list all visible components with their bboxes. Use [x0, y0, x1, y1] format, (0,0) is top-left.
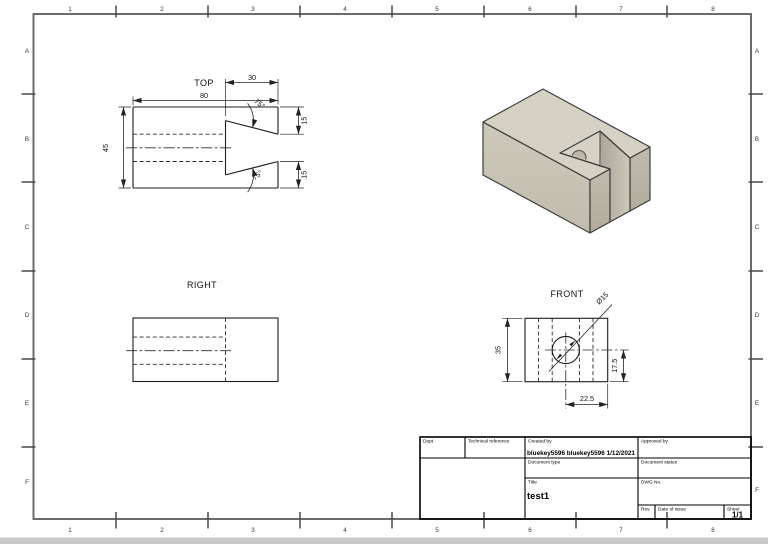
- dept-label: Dept.: [423, 439, 434, 445]
- zone-row-label: A: [25, 48, 30, 55]
- top-view-label: TOP: [194, 78, 214, 88]
- zone-col-label: 8: [711, 527, 715, 534]
- dim-hole-from-bottom: 17.5: [610, 359, 619, 373]
- isometric-view: [482, 88, 651, 234]
- zone-col-label: 5: [435, 527, 439, 534]
- dim-front-height: 35: [494, 346, 503, 354]
- sheet-label: Sheet: [727, 507, 740, 513]
- zone-row-label: C: [755, 224, 760, 231]
- model-slot-root-face: [560, 131, 601, 166]
- zone-row-label: D: [25, 312, 30, 319]
- dim-top-width: 80: [200, 91, 208, 100]
- rev-label: Rev.: [641, 507, 651, 513]
- zone-ruler-top: 1 2 3 4 5 6 7 8: [68, 5, 715, 18]
- dim-top-height: 45: [101, 144, 110, 152]
- dim-hole-from-edge: 22.5: [580, 394, 594, 403]
- zone-row-label: F: [755, 487, 759, 494]
- dim-notch-top: 15: [300, 117, 309, 125]
- approved-by-label: Approved by: [641, 439, 669, 445]
- zone-col-label: 3: [251, 527, 255, 534]
- date-of-issue-label: Date of issue: [658, 507, 686, 513]
- zone-col-label: 1: [68, 527, 72, 534]
- zone-row-label: A: [755, 48, 760, 55]
- zone-col-label: 4: [343, 527, 347, 534]
- zone-row-label: C: [25, 224, 30, 231]
- front-view: FRONT Ø15 35 17.5 22.5: [494, 289, 629, 409]
- zone-row-label: E: [755, 400, 759, 407]
- dim-hole-diameter: Ø15: [594, 290, 610, 306]
- canvas-bottom-edge: [0, 537, 768, 544]
- dim-angle-bottom: 75°: [250, 168, 264, 182]
- dim-notch-depth: 30: [248, 73, 256, 82]
- top-view: TOP 45 80 30 15 15 75° 75°: [101, 73, 309, 193]
- title-value: test1: [527, 491, 550, 502]
- zone-ruler-bottom: 1 2 3 4 5 6 7 8: [68, 512, 715, 534]
- zone-row-label: E: [25, 400, 29, 407]
- technical-reference-label: Technical reference: [468, 439, 510, 445]
- zone-col-label: 8: [711, 6, 715, 13]
- title-block: Dept. Technical reference Created by blu…: [419, 436, 752, 520]
- zone-row-label: B: [755, 136, 759, 143]
- zone-col-label: 6: [528, 527, 532, 534]
- zone-row-label: D: [755, 312, 760, 319]
- created-by-value: bluekey5596 bluekey5596 1/12/2021: [527, 451, 636, 457]
- zone-col-label: 1: [68, 6, 72, 13]
- document-type-label: Document type: [528, 460, 561, 466]
- zone-row-label: F: [25, 479, 29, 486]
- created-by-label: Created by: [528, 439, 552, 445]
- document-status-label: Document status: [641, 460, 678, 466]
- right-view: RIGHT: [126, 280, 279, 383]
- right-view-label: RIGHT: [187, 280, 217, 290]
- leader-arrow: [556, 353, 563, 360]
- zone-col-label: 2: [160, 6, 164, 13]
- zone-col-label: 2: [160, 527, 164, 534]
- zone-col-label: 6: [528, 6, 532, 13]
- dim-notch-bottom: 15: [300, 171, 309, 179]
- title-label: Title: [528, 480, 537, 486]
- model-hole-breakout: [571, 149, 587, 160]
- zone-col-label: 7: [619, 527, 623, 534]
- zone-col-label: 7: [619, 6, 623, 13]
- front-view-label: FRONT: [551, 289, 584, 299]
- dwg-no-label: DWG No.: [641, 480, 662, 486]
- zone-col-label: 5: [435, 6, 439, 13]
- zone-col-label: 4: [343, 6, 347, 13]
- zone-row-label: B: [25, 136, 29, 143]
- sheet-value: 1/1: [732, 511, 744, 520]
- dim-angle-top: 75°: [252, 97, 266, 111]
- model-top-face: [482, 88, 651, 181]
- zone-ruler-left: A B C D E F: [21, 48, 36, 486]
- zone-col-label: 3: [251, 6, 255, 13]
- zone-ruler-right: A B C D E F: [748, 48, 763, 494]
- leader-arrow: [569, 340, 576, 347]
